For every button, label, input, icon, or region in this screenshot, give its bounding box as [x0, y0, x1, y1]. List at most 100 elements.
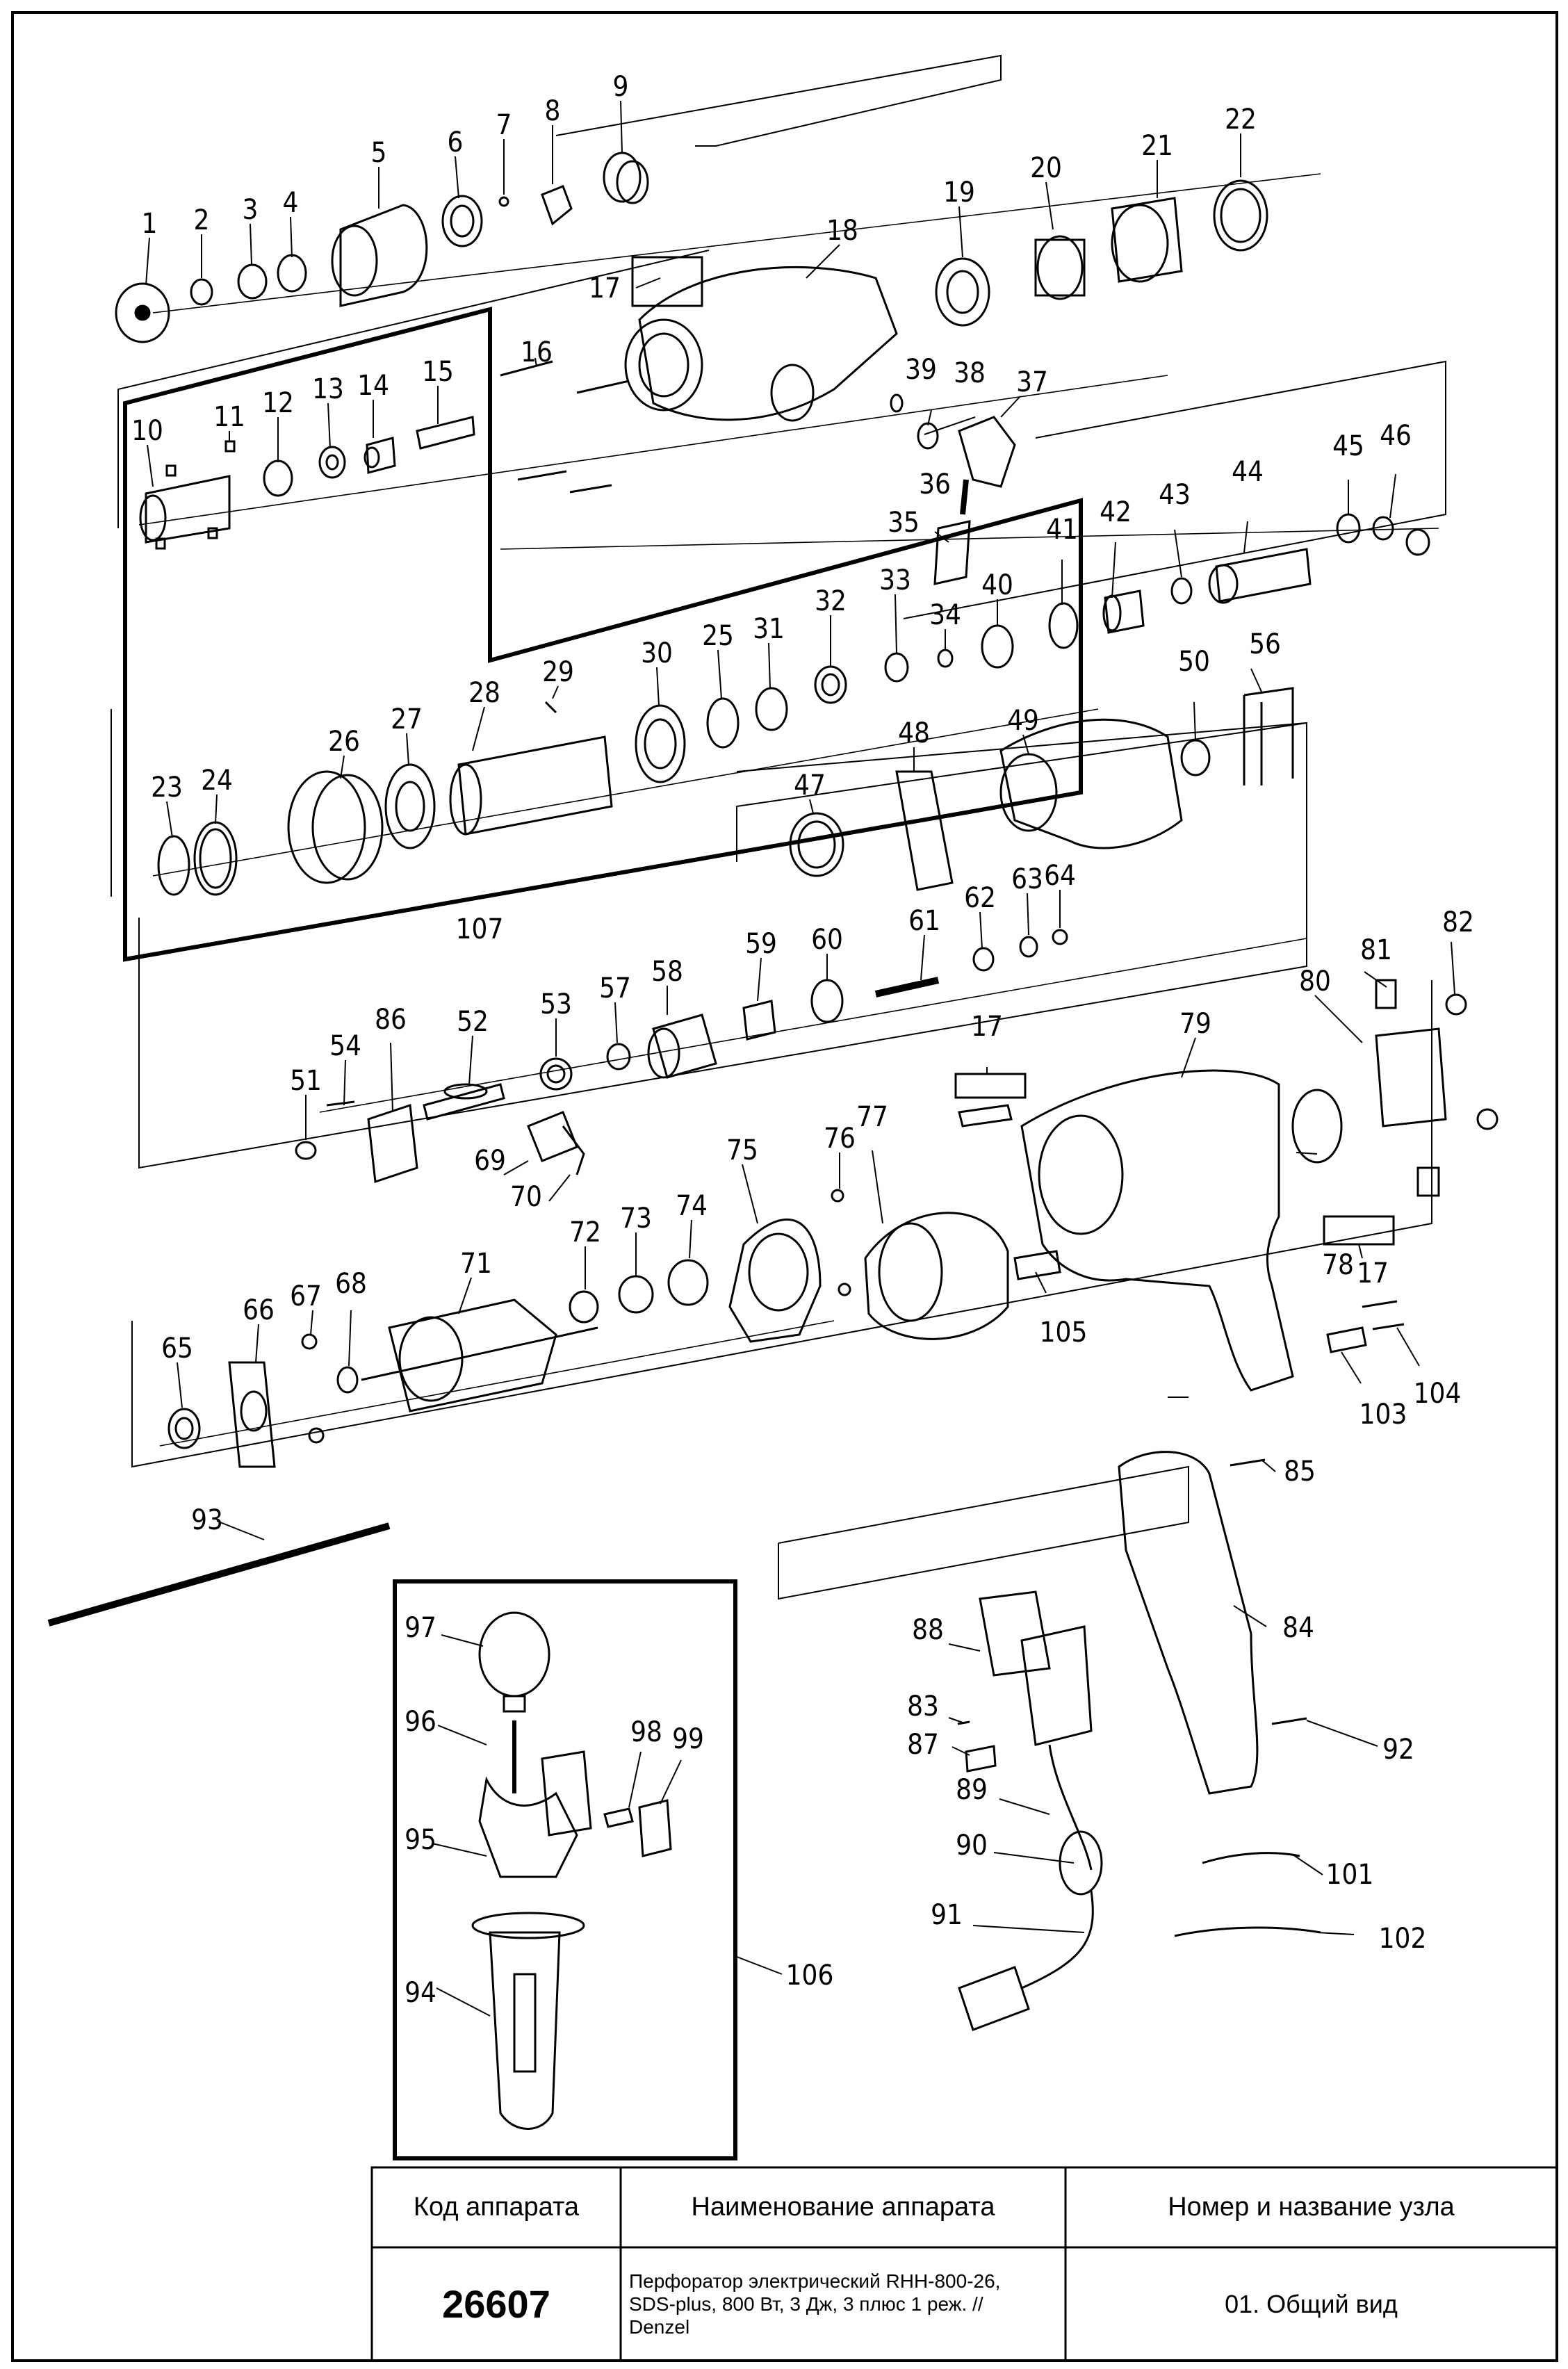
- callout-28: 28: [468, 677, 500, 709]
- callout-106: 106: [786, 1960, 834, 1992]
- callout-51: 51: [290, 1065, 322, 1097]
- callout-73: 73: [620, 1203, 652, 1235]
- callout-3: 3: [243, 194, 259, 226]
- device-code: 26607: [442, 2282, 550, 2326]
- callout-21: 21: [1141, 130, 1173, 162]
- callout-5: 5: [371, 137, 387, 169]
- header-name: Наименование аппарата: [691, 2192, 995, 2222]
- callout-17-c: 17: [1357, 1257, 1389, 1289]
- callout-71: 71: [460, 1248, 492, 1280]
- callout-103: 103: [1359, 1399, 1407, 1431]
- callout-42: 42: [1100, 496, 1132, 528]
- callout-8: 8: [545, 95, 561, 127]
- callout-32: 32: [815, 585, 847, 617]
- callout-47: 47: [794, 770, 826, 801]
- callout-83: 83: [907, 1691, 939, 1723]
- callout-16: 16: [521, 336, 553, 368]
- device-name-lines: Перфоратор электрический RHH-800-26, SDS…: [629, 2270, 1000, 2338]
- callout-63: 63: [1011, 863, 1043, 895]
- callout-34: 34: [929, 599, 961, 631]
- assembly-planes: [111, 54, 1446, 1600]
- callout-29: 29: [542, 656, 574, 688]
- callout-20: 20: [1030, 152, 1062, 184]
- callout-58: 58: [651, 956, 683, 988]
- callout-6: 6: [448, 127, 464, 158]
- callout-75: 75: [726, 1134, 758, 1166]
- callout-105: 105: [1040, 1317, 1088, 1349]
- callout-43: 43: [1159, 479, 1191, 511]
- callout-38: 38: [954, 357, 986, 389]
- callout-45: 45: [1332, 430, 1364, 462]
- callout-67: 67: [290, 1280, 322, 1312]
- callout-95: 95: [405, 1824, 436, 1856]
- callout-77: 77: [856, 1101, 888, 1133]
- title-block-grid: [370, 2166, 1558, 2362]
- callout-52: 52: [457, 1006, 489, 1038]
- callout-35: 35: [888, 507, 920, 539]
- callout-72: 72: [569, 1216, 601, 1248]
- callout-79: 79: [1179, 1008, 1211, 1040]
- callout-10: 10: [131, 415, 163, 447]
- callout-46: 46: [1380, 420, 1412, 452]
- callout-44: 44: [1232, 456, 1264, 488]
- device-name-line: Перфоратор электрический RHH-800-26,: [629, 2270, 1001, 2292]
- callout-19: 19: [943, 177, 975, 209]
- callout-87: 87: [907, 1729, 939, 1761]
- callout-2: 2: [194, 204, 210, 236]
- callout-90: 90: [956, 1830, 988, 1862]
- unit-name: 01. Общий вид: [1225, 2289, 1398, 2318]
- callout-88: 88: [912, 1614, 944, 1646]
- callout-1: 1: [142, 208, 158, 240]
- callout-39: 39: [905, 354, 937, 386]
- callout-66: 66: [243, 1294, 275, 1326]
- callout-78: 78: [1322, 1249, 1354, 1281]
- callout-85: 85: [1284, 1456, 1316, 1488]
- callout-61: 61: [908, 905, 940, 937]
- callout-23: 23: [151, 772, 183, 804]
- callout-31: 31: [753, 613, 785, 645]
- sheet-frame: [11, 11, 1558, 2362]
- callout-30: 30: [641, 637, 673, 669]
- callout-17: 17: [589, 272, 621, 304]
- callout-97: 97: [405, 1612, 436, 1644]
- callout-17-b: 17: [971, 1011, 1003, 1043]
- callout-89: 89: [956, 1774, 988, 1806]
- callout-82: 82: [1442, 906, 1474, 938]
- callout-40: 40: [981, 569, 1013, 601]
- callout-48: 48: [898, 717, 930, 749]
- callout-86: 86: [375, 1004, 407, 1036]
- header-unit: Номер и название узла: [1168, 2192, 1455, 2222]
- callout-60: 60: [811, 924, 843, 956]
- axis-lines: [138, 173, 1439, 1447]
- callout-12: 12: [262, 387, 294, 419]
- callout-56: 56: [1249, 628, 1281, 660]
- callout-96: 96: [405, 1706, 436, 1738]
- callout-104: 104: [1414, 1378, 1462, 1410]
- device-name-line: SDS-plus, 800 Вт, 3 Дж, 3 плюс 1 реж. //: [629, 2293, 983, 2315]
- callout-4: 4: [283, 187, 299, 219]
- callout-94: 94: [405, 1977, 436, 2009]
- callout-11: 11: [213, 401, 245, 433]
- barrel-assembly-frame: [123, 307, 1083, 962]
- callout-9: 9: [613, 71, 629, 103]
- callout-numbers: 1 2 3 4 5 6 7 8 9 10 11 12 13 14 15 16 1…: [131, 71, 1474, 2009]
- callout-18: 18: [826, 215, 858, 247]
- callout-49: 49: [1007, 705, 1039, 737]
- callout-53: 53: [540, 988, 572, 1020]
- callout-14: 14: [357, 370, 389, 402]
- callout-22: 22: [1225, 104, 1257, 136]
- callout-25: 25: [702, 620, 734, 652]
- callout-64: 64: [1044, 860, 1076, 892]
- part-shapes: [47, 152, 1498, 2031]
- callout-36: 36: [919, 469, 951, 500]
- callout-70: 70: [510, 1181, 542, 1213]
- callout-74: 74: [676, 1190, 708, 1222]
- side-handle-inset: [393, 1579, 737, 2160]
- callout-81: 81: [1360, 934, 1392, 966]
- callout-54: 54: [329, 1030, 361, 1062]
- callout-33: 33: [879, 564, 911, 596]
- callout-69: 69: [474, 1145, 506, 1177]
- callout-80: 80: [1299, 966, 1331, 998]
- callout-107: 107: [456, 913, 504, 945]
- callout-57: 57: [599, 972, 631, 1004]
